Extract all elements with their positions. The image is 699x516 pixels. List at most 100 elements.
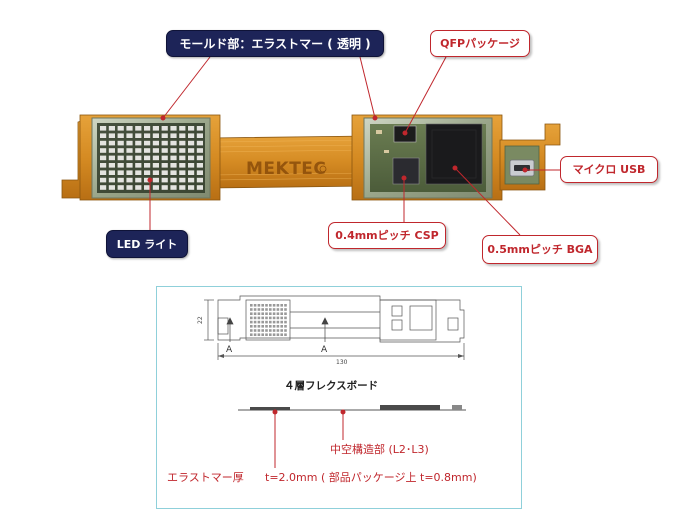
led-element xyxy=(144,133,151,138)
drawing-led-element xyxy=(265,316,268,320)
led-element xyxy=(126,170,133,175)
led-element xyxy=(179,155,186,161)
led-element xyxy=(100,133,107,138)
led-element xyxy=(170,133,177,138)
drawing-led-element xyxy=(284,325,287,328)
drawing-led-element xyxy=(269,320,272,324)
section-mark-right: A xyxy=(321,345,328,355)
drawing-led-element xyxy=(280,320,283,324)
drawing-led-element xyxy=(257,312,261,315)
led-element xyxy=(170,140,177,146)
callout-led-light: LED ライト xyxy=(106,230,188,258)
drawing-led-element xyxy=(253,320,257,324)
drawing-led-element xyxy=(253,325,257,328)
drawing-led-element xyxy=(253,329,257,332)
led-element xyxy=(100,177,107,183)
usb-tab xyxy=(499,123,561,191)
led-element xyxy=(188,155,195,161)
led-element xyxy=(126,155,133,161)
led-element xyxy=(152,148,159,153)
led-element xyxy=(161,177,168,183)
drawing-led-element xyxy=(284,320,287,324)
drawing-led-element xyxy=(261,316,264,320)
led-element xyxy=(152,170,159,175)
drawing-led-element xyxy=(253,308,257,311)
drawing-led-element xyxy=(250,304,253,307)
led-element xyxy=(117,170,124,175)
registered-mark xyxy=(319,165,327,173)
led-element xyxy=(126,126,133,131)
drawing-led-element xyxy=(265,304,268,307)
led-element xyxy=(135,170,142,175)
led-element xyxy=(179,133,186,138)
led-element xyxy=(126,148,133,153)
led-element xyxy=(161,133,168,138)
callout-bga: 0.5mmピッチ BGA xyxy=(482,235,598,264)
led-element xyxy=(144,140,151,146)
led-element xyxy=(100,140,107,146)
led-element xyxy=(188,133,195,138)
led-element xyxy=(144,126,151,131)
led-element xyxy=(161,155,168,161)
led-element xyxy=(161,170,168,175)
callout-qfp-package: QFPパッケージ xyxy=(430,30,530,57)
led-element xyxy=(144,163,151,168)
callout-mold-elastomer: モールド部：エラストマー ( 透明 ) xyxy=(166,30,384,57)
drawing-led-element xyxy=(261,320,264,324)
led-element xyxy=(179,148,186,153)
drawing-led-element xyxy=(269,316,272,320)
led-element xyxy=(135,126,142,131)
dimension-width: 130 xyxy=(336,359,348,366)
led-element xyxy=(161,140,168,146)
led-element xyxy=(108,177,115,183)
led-element xyxy=(179,126,186,131)
drawing-led-element xyxy=(265,329,268,332)
led-element xyxy=(144,155,151,161)
drawing-led-element xyxy=(276,333,280,336)
drawing-led-element xyxy=(276,304,280,307)
drawing-led-element xyxy=(272,316,276,320)
drawing-led-element xyxy=(265,333,268,336)
led-element xyxy=(108,126,115,131)
led-element xyxy=(170,148,177,153)
led-element xyxy=(152,163,159,168)
led-element xyxy=(152,133,159,138)
drawing-led-element xyxy=(253,304,257,307)
led-element xyxy=(108,163,115,168)
controller-board xyxy=(351,114,503,201)
drawing-led-element xyxy=(269,333,272,336)
drawing-led-element xyxy=(261,329,264,332)
drawing-led-element xyxy=(272,308,276,311)
led-element xyxy=(100,163,107,168)
led-element xyxy=(126,185,133,190)
led-element xyxy=(100,148,107,153)
led-element xyxy=(196,148,203,153)
led-element xyxy=(188,170,195,175)
led-element xyxy=(100,185,107,190)
led-element xyxy=(188,140,195,146)
led-element xyxy=(135,177,142,183)
smd-component xyxy=(384,150,389,153)
led-element xyxy=(188,177,195,183)
led-element xyxy=(108,133,115,138)
drawing-led-element xyxy=(276,308,280,311)
bottom-leader-lines xyxy=(272,409,346,468)
led-element xyxy=(170,163,177,168)
drawing-led-element xyxy=(272,325,276,328)
led-element xyxy=(188,126,195,131)
led-element xyxy=(144,148,151,153)
led-element xyxy=(126,133,133,138)
callout-micro-usb: マイクロ USB xyxy=(560,156,658,183)
led-element xyxy=(117,148,124,153)
drawing-led-element xyxy=(284,304,287,307)
led-element xyxy=(135,133,142,138)
drawing-led-element xyxy=(265,308,268,311)
led-element xyxy=(117,177,124,183)
hollow-structure-label: 中空構造部 (L2･L3) xyxy=(330,443,429,456)
led-element xyxy=(117,163,124,168)
led-element xyxy=(179,185,186,190)
led-element xyxy=(196,177,203,183)
technical-drawing-panel xyxy=(156,286,522,509)
drawing-led-element xyxy=(250,308,253,311)
